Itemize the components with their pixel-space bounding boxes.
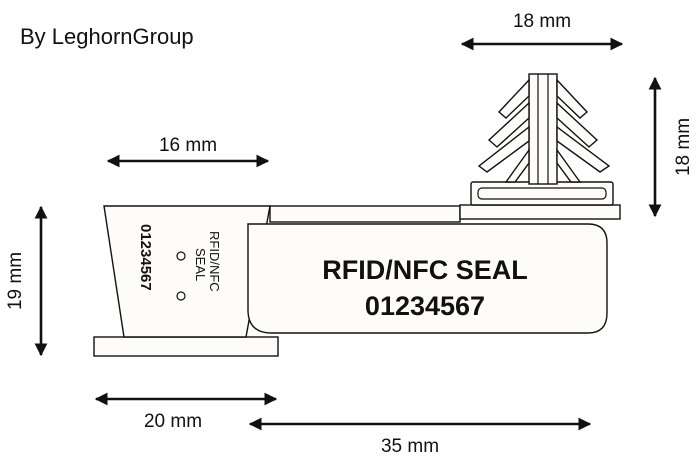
upper-strap <box>269 205 461 223</box>
tag-number: 01234567 <box>365 291 485 321</box>
tag-title: RFID/NFC SEAL <box>322 255 528 285</box>
total-length-label: 35 mm <box>381 436 439 457</box>
side-number: 01234567 <box>137 224 154 291</box>
hole <box>176 291 186 301</box>
hole <box>176 251 186 261</box>
top-width-label: 18 mm <box>513 11 571 32</box>
right-height-label: 18 mm <box>673 118 694 176</box>
locking-head <box>103 205 271 338</box>
left-height-label: 19 mm <box>5 252 26 310</box>
credit-text: By LeghornGroup <box>20 24 194 49</box>
side-label-line1: RFID/NFC <box>207 231 222 292</box>
base-plate <box>93 336 279 357</box>
locking-pin <box>470 73 614 206</box>
tag-plate <box>247 223 608 334</box>
head-width-label: 16 mm <box>159 135 217 156</box>
strap-end <box>459 204 621 220</box>
base-width-label: 20 mm <box>144 411 202 432</box>
side-label-line2: SEAL <box>193 248 208 281</box>
